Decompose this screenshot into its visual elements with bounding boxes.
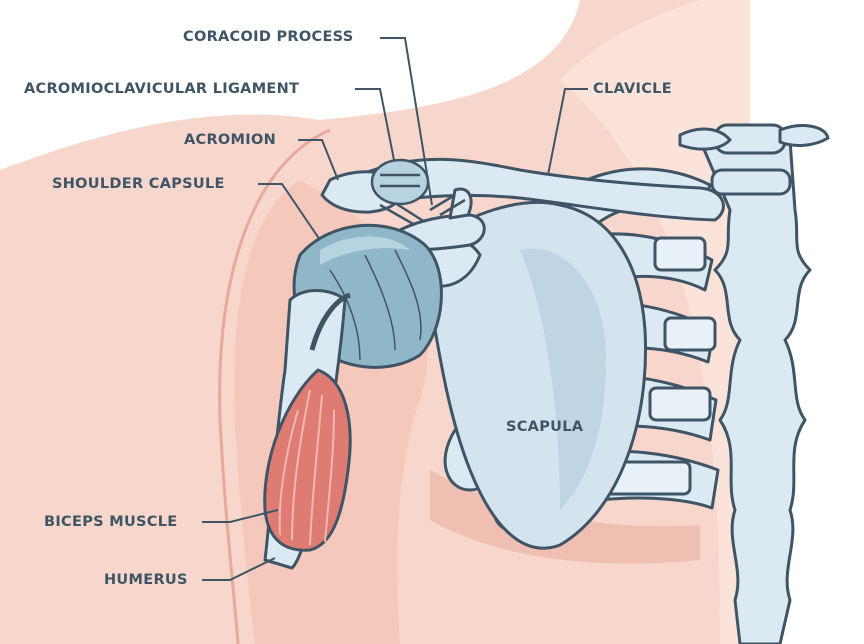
label-scapula: SCAPULA bbox=[506, 419, 584, 435]
clavicle-bone bbox=[358, 157, 725, 222]
scapula-shadow bbox=[520, 248, 606, 510]
capsule-highlight bbox=[320, 236, 410, 265]
leader-clavicle bbox=[547, 88, 588, 176]
label-clavicle: CLAVICLE bbox=[593, 81, 672, 97]
acromioclavicular-ligament-shape bbox=[370, 158, 430, 206]
label-acromion: ACROMION bbox=[184, 132, 277, 148]
label-biceps-muscle: BICEPS MUSCLE bbox=[44, 514, 178, 530]
leader-coracoid-process bbox=[380, 37, 433, 206]
vertebra-second bbox=[710, 168, 792, 196]
leader-humerus bbox=[202, 557, 276, 581]
ligaments bbox=[370, 158, 466, 227]
leader-shoulder-capsule bbox=[258, 183, 321, 241]
capsule-fibers bbox=[329, 249, 422, 361]
costal-cartilage-2 bbox=[663, 316, 717, 352]
leader-lines bbox=[202, 37, 588, 581]
ligament-fibers bbox=[379, 193, 466, 227]
skin-arm-edge bbox=[218, 128, 331, 644]
spine-column bbox=[698, 138, 812, 644]
label-humerus: HUMERUS bbox=[104, 572, 188, 588]
transverse-process-right bbox=[778, 124, 830, 147]
clavicle-shaft bbox=[358, 157, 725, 222]
label-shoulder-capsule: SHOULDER CAPSULE bbox=[52, 176, 225, 192]
transverse-process-left bbox=[678, 127, 732, 151]
biceps-muscle-shape bbox=[263, 368, 352, 552]
leader-acromion bbox=[298, 139, 339, 181]
skin-back-highlight bbox=[560, 0, 750, 644]
biceps-tendon bbox=[309, 292, 351, 351]
spine bbox=[678, 123, 830, 644]
scapula-blade bbox=[428, 200, 648, 550]
leader-acromioclavicular-ligament bbox=[355, 88, 395, 161]
label-coracoid-process: CORACOID PROCESS bbox=[183, 29, 354, 45]
biceps-striations bbox=[278, 389, 335, 546]
costal-cartilage-1 bbox=[653, 236, 707, 272]
leader-biceps-muscle bbox=[202, 509, 279, 523]
costal-cartilage-3 bbox=[648, 386, 712, 422]
skin-torso-shadow bbox=[430, 470, 700, 564]
label-acromioclavicular-ligament: ACROMIOCLAVICULAR LIGAMENT bbox=[24, 81, 300, 97]
